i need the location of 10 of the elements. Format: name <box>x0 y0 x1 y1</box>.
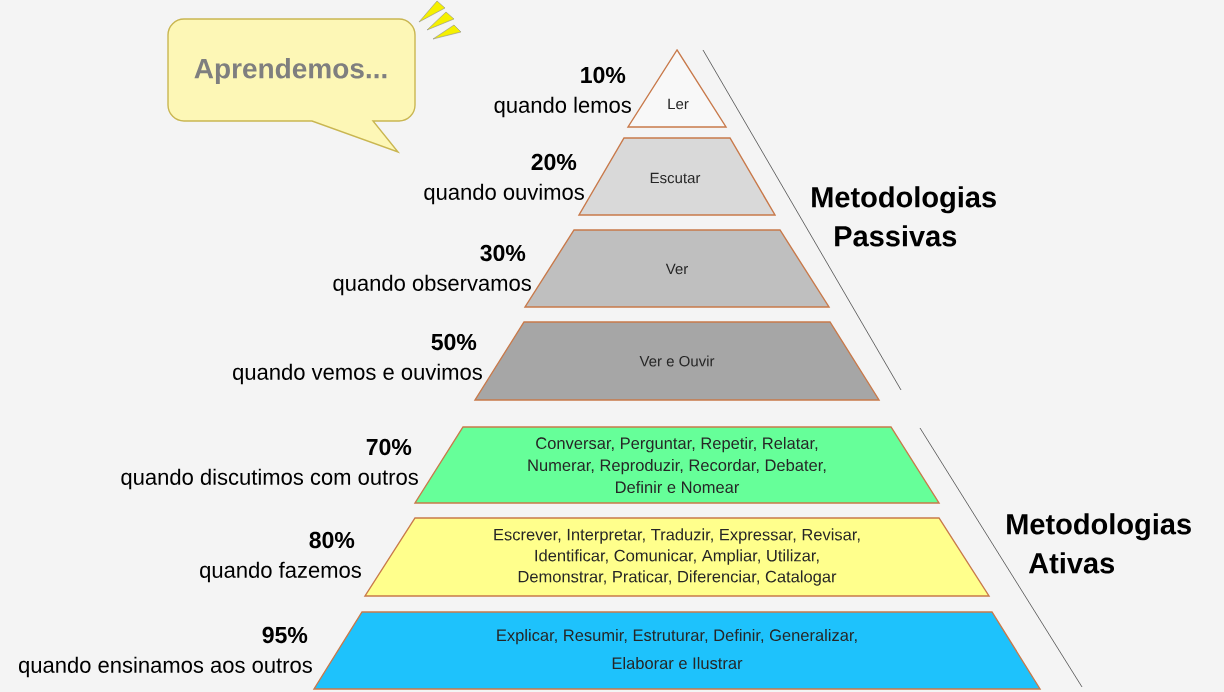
percentage: 20% <box>531 153 577 171</box>
layer-caption: quando fazemos <box>200 561 361 583</box>
percentage: 95% <box>262 626 308 644</box>
percentage: 30% <box>480 244 526 262</box>
percentage: 10% <box>581 66 626 84</box>
speech-bubble: Aprendemos... <box>167 18 416 153</box>
group-label: Metodologias Ativas <box>1007 513 1191 574</box>
layer-caption: quando ensinamos aos outros <box>19 656 312 678</box>
percentage: 80% <box>309 531 355 549</box>
percentage: 70% <box>366 438 412 456</box>
